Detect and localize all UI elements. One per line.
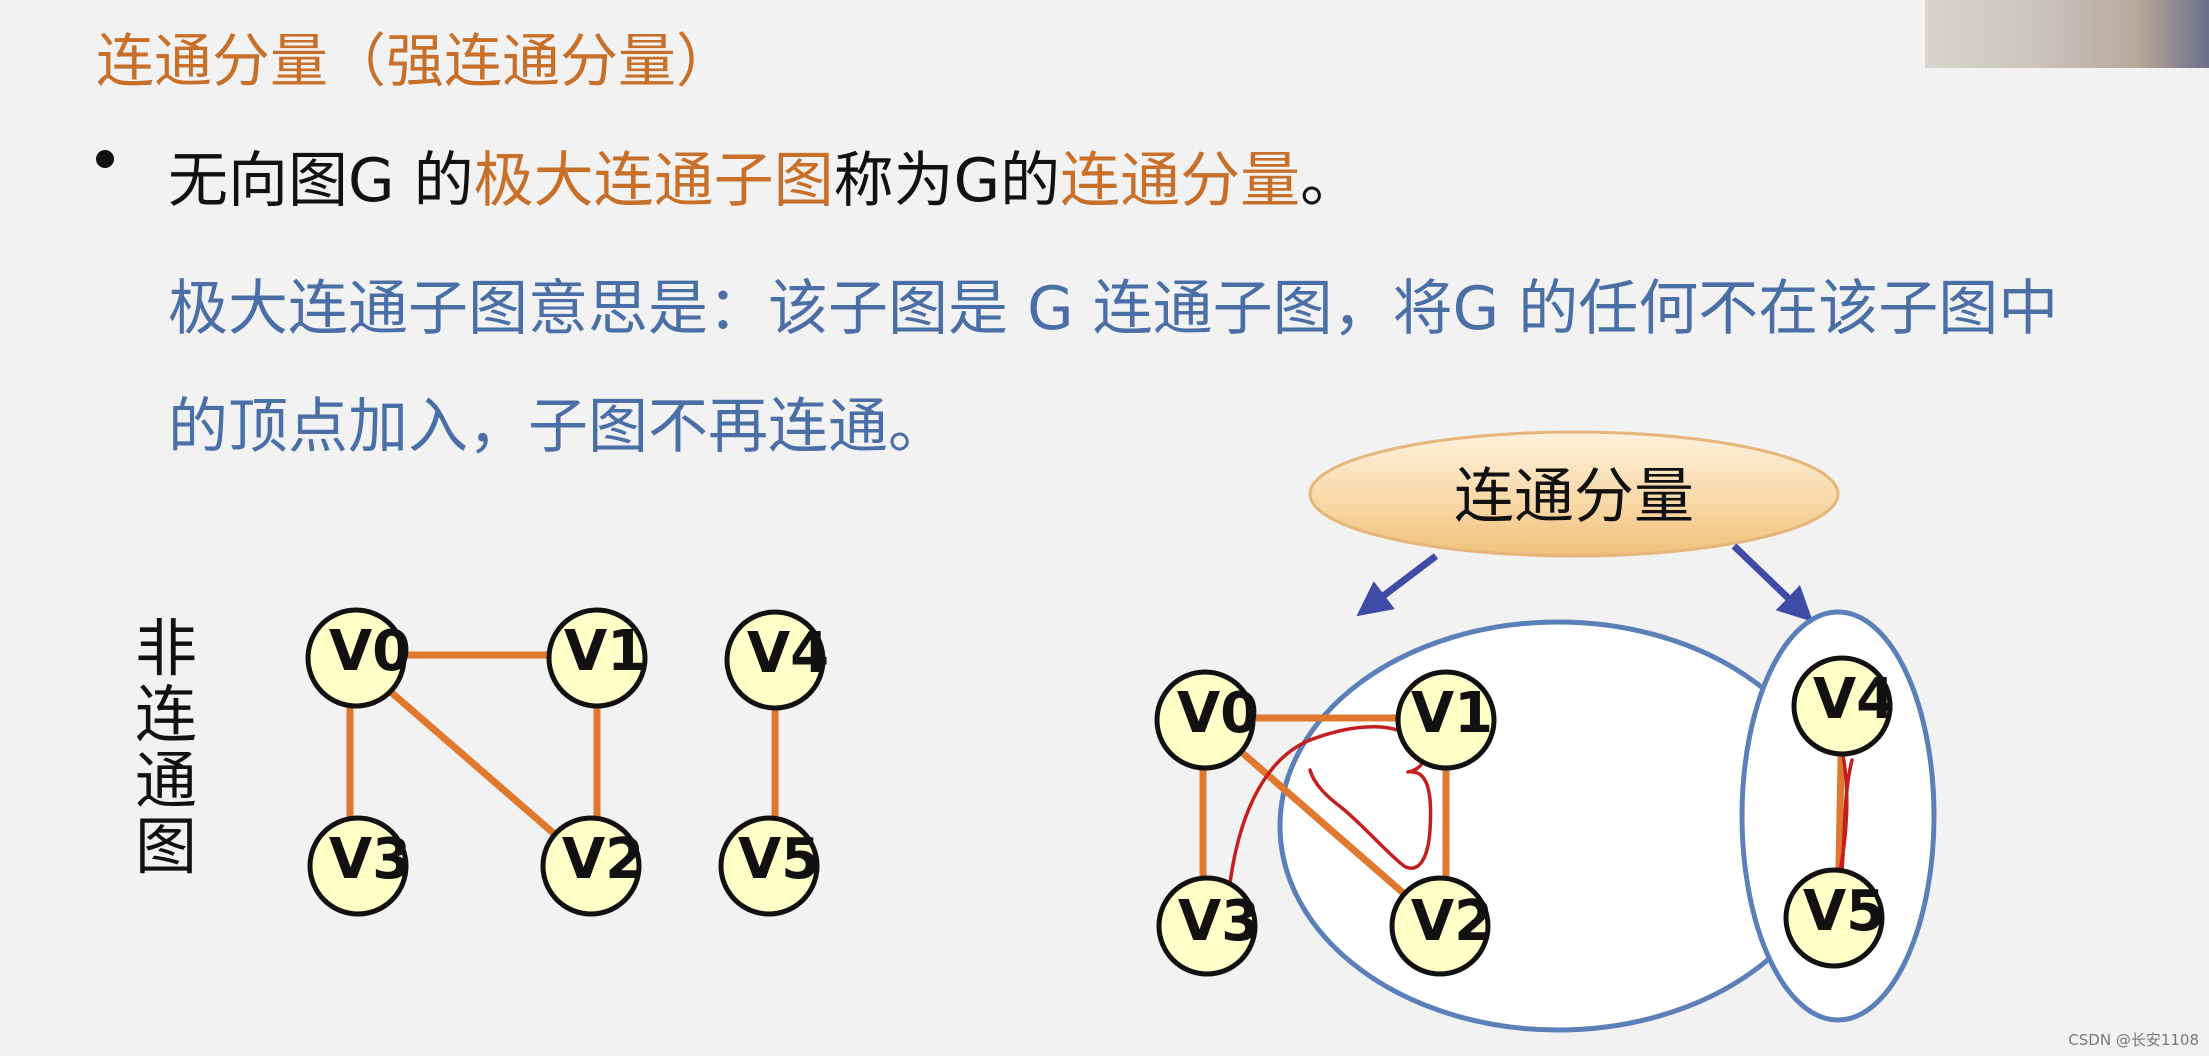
node-v0-right-label: V0 [1177, 681, 1259, 746]
node-v3-left [307, 815, 409, 917]
node-v1-right-label: V1 [1411, 681, 1493, 746]
node-v5-left [718, 815, 820, 917]
node-v1-left [546, 607, 648, 709]
node-v4-left-label: V4 [747, 621, 829, 686]
node-v0-left [305, 607, 407, 709]
node-v5-right [1783, 867, 1885, 969]
arrow-to-component-2 [1731, 543, 1814, 622]
webcam-overlay [1925, 0, 2209, 68]
node-v4-right [1791, 655, 1893, 757]
node-v4-left [724, 609, 826, 711]
arrow-to-component-1 [1356, 553, 1439, 617]
bubble-arrows [1356, 543, 1814, 622]
node-v4-right-label: V4 [1813, 667, 1895, 732]
explanation-text: 极大连通子图意思是：该子图是 G 连通子图，将G 的任何不在该子图中的顶点加入，… [168, 274, 2059, 462]
node-v3-right [1156, 875, 1258, 977]
edge-v0-v2 [351, 657, 592, 867]
node-v1-left-label: V1 [564, 619, 646, 684]
slide-title: 连通分量（强连通分量） [96, 27, 735, 95]
definition-text-3: 。 [1300, 146, 1361, 216]
definition-line: 无向图G 的极大连通子图称为G的连通分量。 [168, 132, 1360, 219]
definition-text-1: 无向图G 的 [168, 146, 474, 216]
node-v2-left-label: V2 [562, 827, 644, 892]
node-v2-left [540, 815, 642, 917]
edge-c1-v0-v2 [1204, 719, 1444, 929]
disconnected-graph-label: 非连通图 [134, 612, 197, 883]
node-v0-right [1154, 669, 1256, 771]
components-bubble [1308, 430, 1840, 558]
node-v5-right-label: V5 [1803, 879, 1885, 944]
node-v2-right [1389, 875, 1491, 977]
node-v3-right-label: V3 [1178, 889, 1260, 954]
node-v3-left-label: V3 [329, 827, 411, 892]
left-graph-nodes [305, 607, 826, 917]
node-v2-right-label: V2 [1411, 889, 1493, 954]
components-bubble-label: 连通分量 [1454, 462, 1694, 532]
definition-highlight-component: 连通分量 [1060, 146, 1301, 216]
watermark: CSDN @长安1108 [2068, 1031, 2199, 1049]
node-v0-left-label: V0 [329, 619, 411, 684]
definition-highlight-maximal-subgraph: 极大连通子图 [473, 146, 834, 216]
node-v5-left-label: V5 [738, 827, 820, 892]
bullet-dot [96, 150, 114, 168]
node-v1-right [1395, 669, 1497, 771]
component-nodes [1154, 655, 1893, 977]
definition-text-2: 称为G的 [833, 146, 1061, 216]
